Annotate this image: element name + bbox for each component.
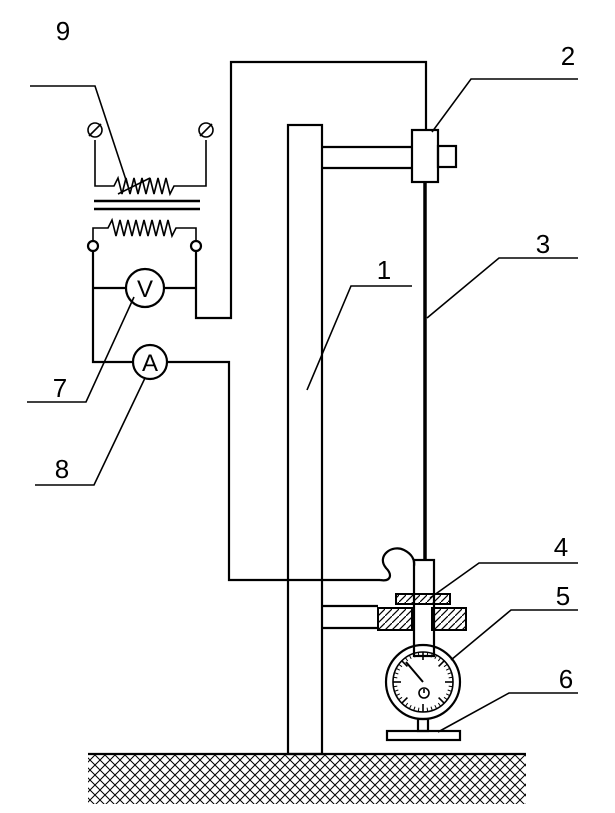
circuit-wiring <box>86 60 428 582</box>
gauge-tick <box>443 663 448 668</box>
gauge-tick <box>426 652 429 657</box>
ammeter: A <box>131 343 169 381</box>
gauge-tick <box>396 667 401 671</box>
gauge-tick <box>437 657 442 662</box>
label-7: 7 <box>53 373 67 403</box>
label-9: 9 <box>56 16 70 46</box>
gauge-tick <box>396 693 401 697</box>
gauge-tick <box>413 706 416 711</box>
gauge-tick <box>401 697 408 704</box>
gauge-tick <box>393 676 398 679</box>
gauge-tick <box>398 663 403 668</box>
gauge-tick <box>401 660 408 667</box>
gauge-tick <box>438 660 445 667</box>
label-4: 4 <box>554 532 568 562</box>
gauge-tick <box>413 653 416 658</box>
gauge-tick <box>447 689 452 692</box>
label-3: 3 <box>536 229 550 259</box>
gauge-tick <box>393 685 398 688</box>
lower-arm <box>322 558 467 658</box>
gauge-tick <box>434 655 438 660</box>
label-2: 2 <box>561 41 575 71</box>
gauge-tick <box>404 702 409 707</box>
ground <box>88 752 526 804</box>
callout-labels: 9 2 3 1 4 5 6 7 8 <box>53 16 575 694</box>
gauge-tick <box>394 689 399 692</box>
gauge-base <box>385 717 462 742</box>
label-1: 1 <box>377 255 391 285</box>
upper-arm <box>322 128 458 184</box>
transformer <box>87 122 214 241</box>
dial-gauge <box>384 643 462 721</box>
gauge-tick <box>426 707 429 712</box>
gauge-tick <box>445 693 450 697</box>
gauge-tick <box>448 685 453 688</box>
voltmeter-symbol: V <box>137 276 153 303</box>
gauge-tick <box>398 696 403 701</box>
ammeter-symbol: A <box>142 350 158 377</box>
gauge-tick <box>448 676 453 679</box>
vertical-post <box>286 123 324 756</box>
gauge-tick <box>408 655 412 660</box>
gauge-tick <box>443 696 448 701</box>
leader-lines <box>27 78 578 733</box>
gauge-tick <box>417 707 420 712</box>
gauge-tick <box>438 697 445 704</box>
label-8: 8 <box>55 454 69 484</box>
gauge-tick <box>417 652 420 657</box>
label-6: 6 <box>559 664 573 694</box>
gauge-tick <box>404 657 409 662</box>
label-5: 5 <box>556 581 570 611</box>
gauge-tick <box>434 704 438 709</box>
gauge-ticks <box>393 652 453 712</box>
gauge-tick <box>437 702 442 707</box>
gauge-tick <box>408 704 412 709</box>
gauge-tick <box>430 706 433 711</box>
gauge-tick <box>430 653 433 658</box>
gauge-tick <box>445 667 450 671</box>
voltmeter: V <box>124 267 166 309</box>
gauge-tick <box>394 672 399 675</box>
gauge-tick <box>447 672 452 675</box>
